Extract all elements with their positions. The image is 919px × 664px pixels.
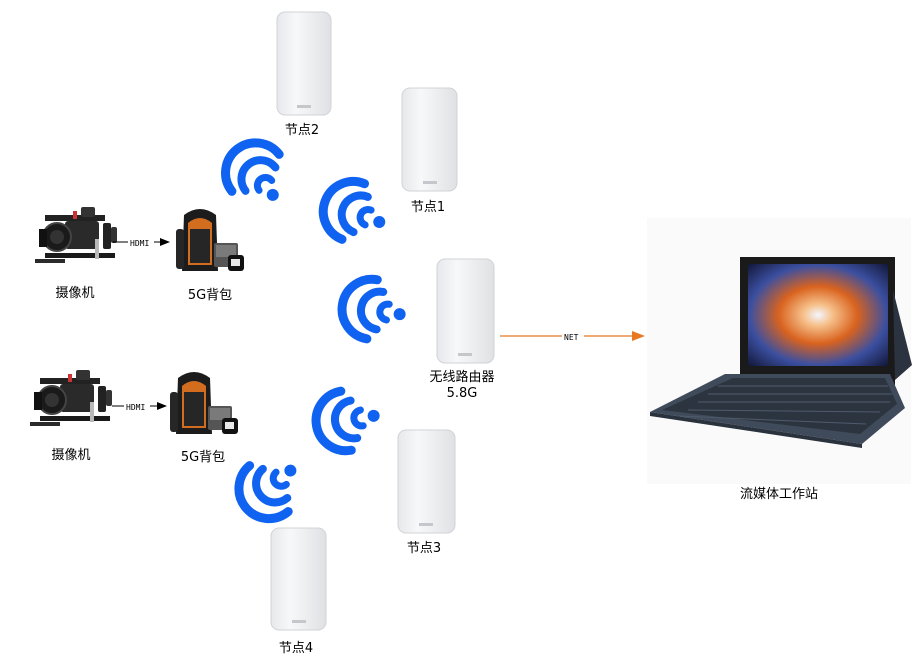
node3-device <box>397 429 456 534</box>
backpack-icon-2 <box>170 372 238 434</box>
net-arrow <box>500 330 645 341</box>
router-device <box>436 258 495 364</box>
node1-device <box>401 87 458 192</box>
hdmi-arrow-1 <box>113 236 170 247</box>
node4-label: 节点4 <box>278 641 314 656</box>
node2-label: 节点2 <box>284 123 320 138</box>
node4-device <box>270 527 327 631</box>
backpack-icon-1 <box>176 209 244 271</box>
hdmi-arrow-2 <box>112 400 167 411</box>
laptop-icon <box>647 218 912 484</box>
workstation-label: 流媒体工作站 <box>739 487 819 502</box>
backpack2-label: 5G背包 <box>180 450 226 465</box>
camera1-label: 摄像机 <box>55 286 95 301</box>
wifi-icon-2 <box>314 172 396 252</box>
router-name-label: 无线路由器 <box>429 370 495 385</box>
backpack1-label: 5G背包 <box>187 288 233 303</box>
camera-icon-2 <box>29 369 113 427</box>
router-band-label: 5.8G <box>446 386 478 401</box>
node3-label: 节点3 <box>406 541 442 556</box>
hdmi-label-1: HDMI <box>130 239 150 248</box>
camera2-label: 摄像机 <box>51 448 91 463</box>
hdmi-label-2: HDMI <box>126 403 146 412</box>
camera-icon-1 <box>34 206 118 264</box>
wifi-icon-4 <box>311 385 384 455</box>
node2-device <box>276 11 332 116</box>
net-label: NET <box>564 333 579 342</box>
wifi-icon-5 <box>227 444 315 531</box>
wifi-icon-3 <box>337 275 410 345</box>
node1-label: 节点1 <box>410 200 446 215</box>
wifi-icon-1 <box>213 131 300 218</box>
